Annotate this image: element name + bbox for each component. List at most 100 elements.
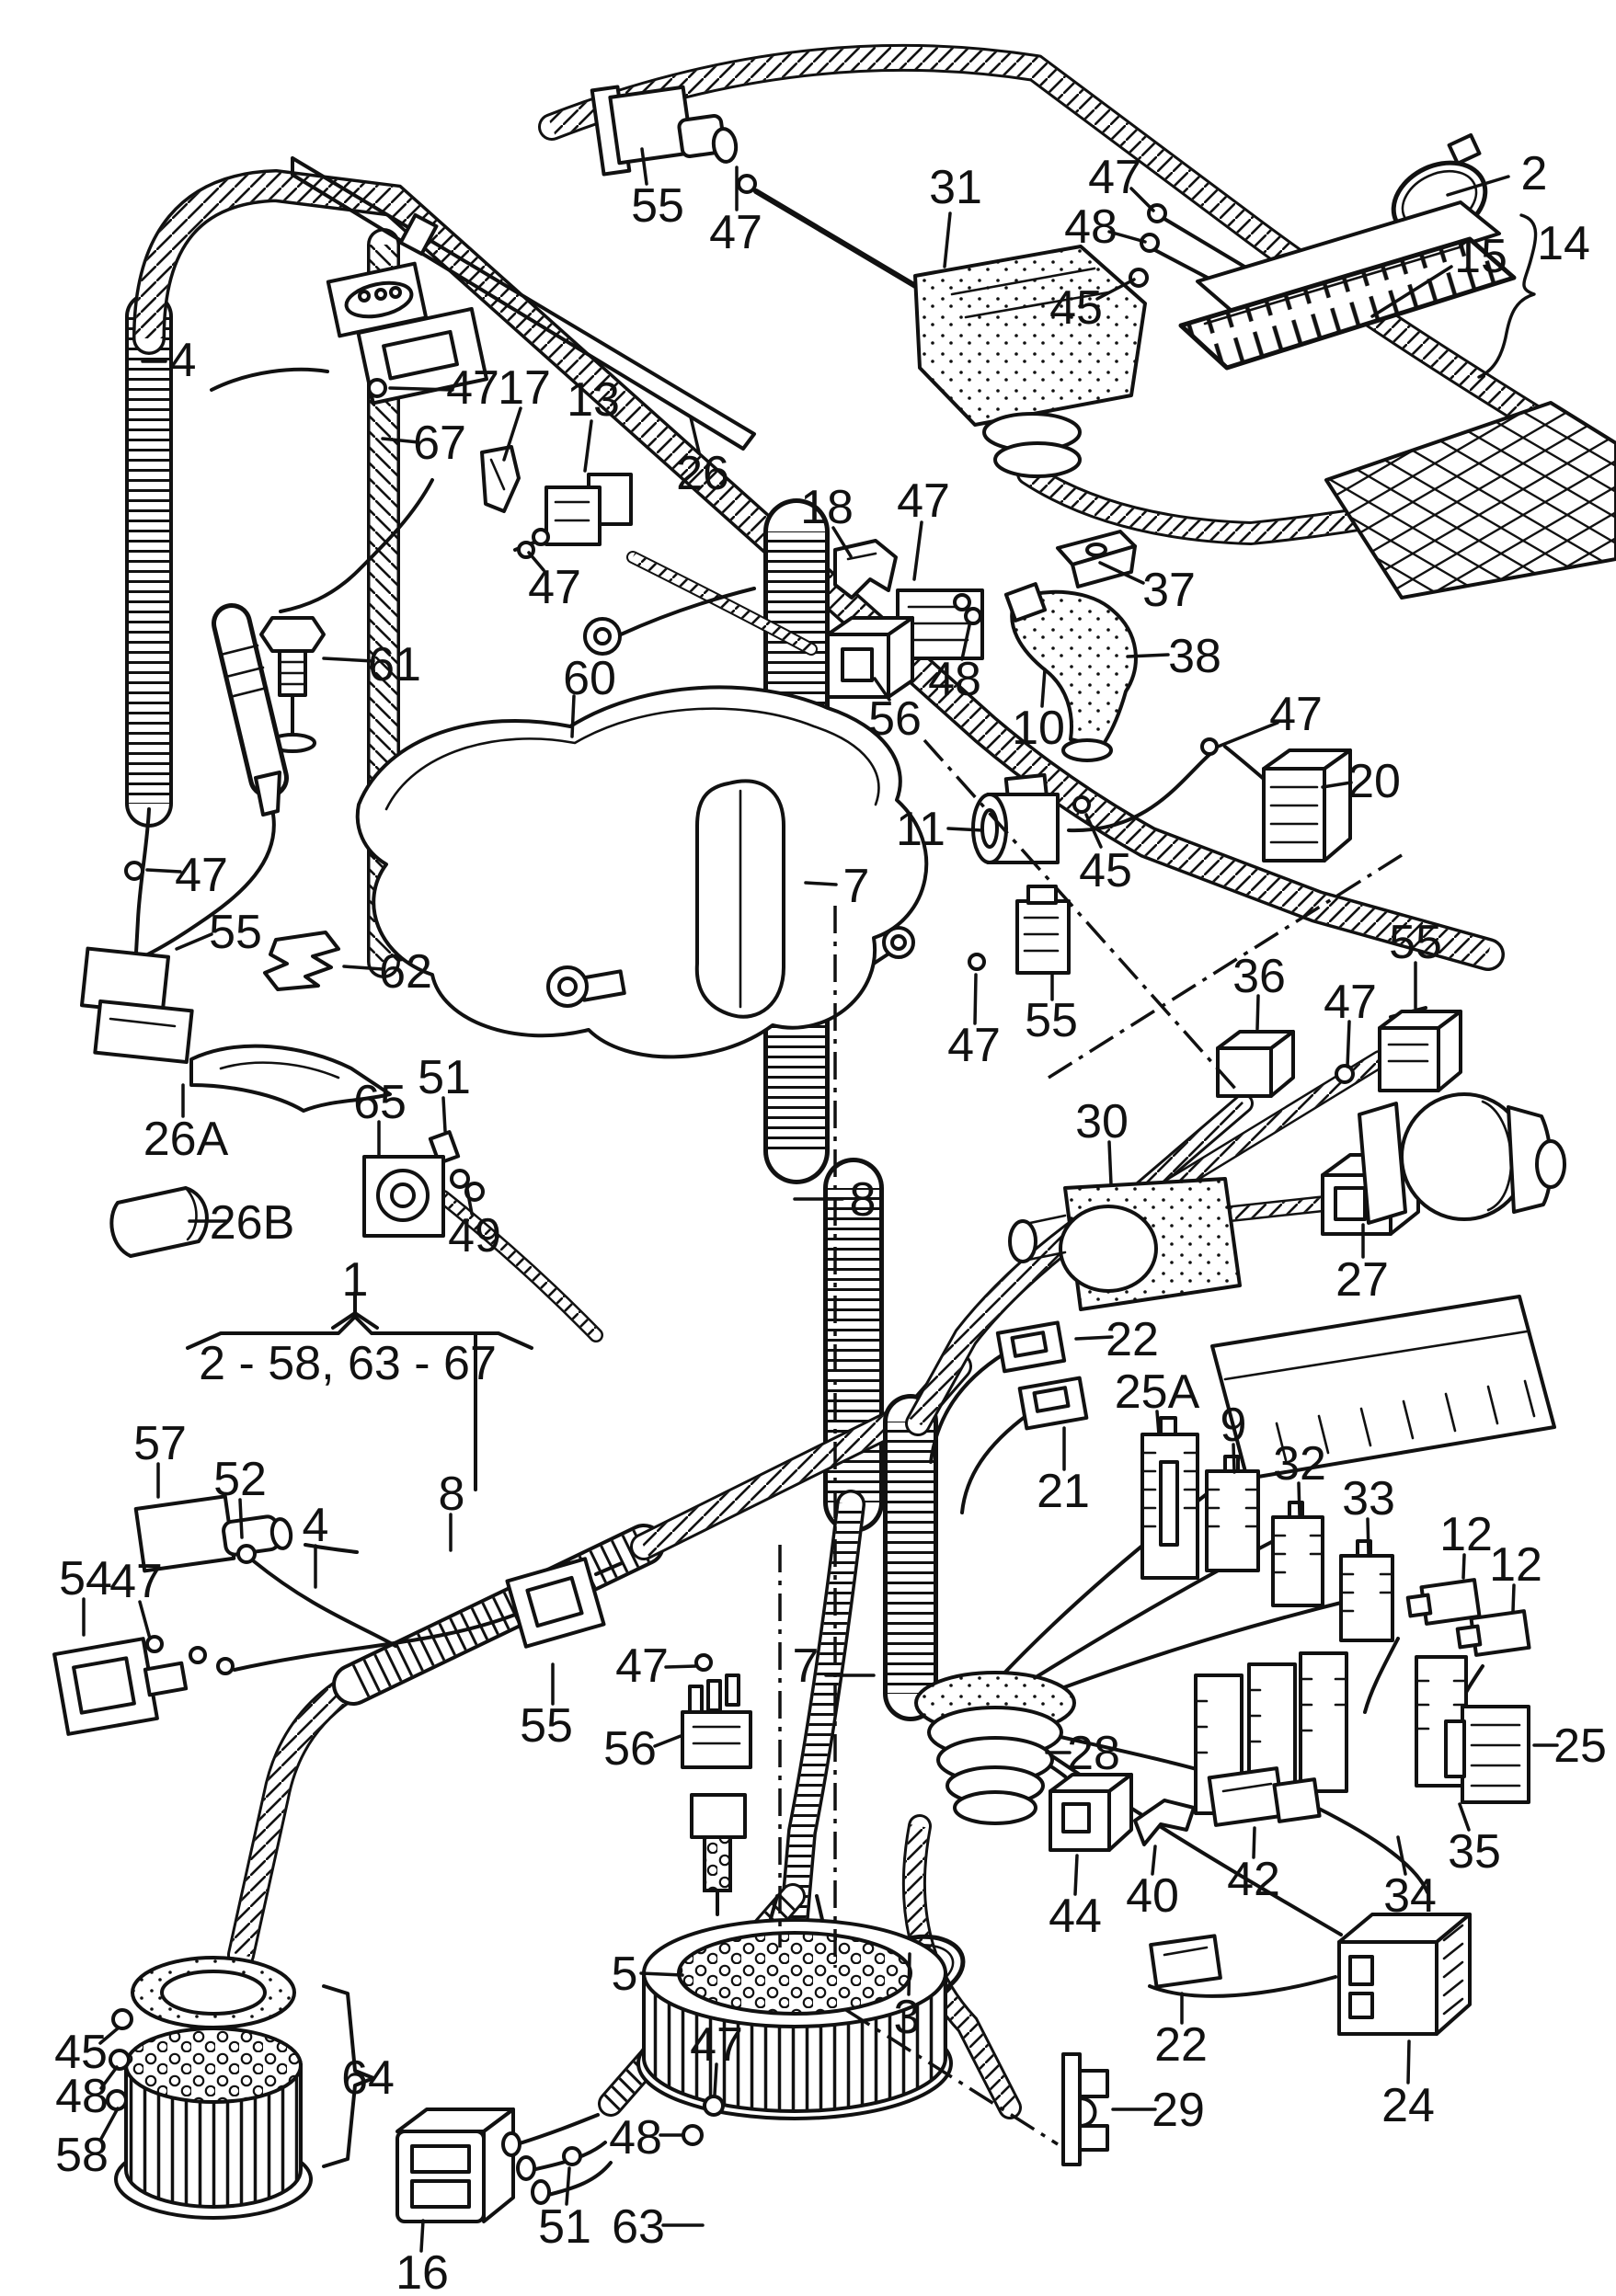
part-connector-55-left	[80, 946, 194, 1065]
callout-label-4: 4	[170, 334, 197, 387]
callout-leader-47	[1216, 721, 1279, 748]
callout-label-47: 47	[1088, 151, 1141, 204]
callout-leader-47	[1346, 1020, 1351, 1068]
part-relay-carrier	[1210, 1295, 1556, 1480]
callout-leader-7	[804, 881, 838, 886]
callout-label-56: 56	[868, 692, 922, 746]
callout-label-54: 54	[59, 1552, 112, 1605]
part-connector-56-lower	[681, 1673, 752, 1769]
part-fuse-strip-15	[1178, 200, 1517, 371]
wires	[134, 188, 1484, 2198]
callout-label-29: 29	[1152, 2084, 1205, 2137]
callout-label-14: 14	[1537, 217, 1590, 270]
part-ring-terminal	[546, 965, 626, 1008]
part-rail-26	[291, 156, 756, 451]
callout-label-47: 47	[690, 2018, 743, 2072]
part-clip-22	[995, 1320, 1067, 1374]
callout-label-45: 45	[1049, 281, 1103, 335]
callout-leader-24	[1406, 2039, 1411, 2085]
callout-label-9: 9	[1221, 1399, 1247, 1452]
callout-label-1: 1	[342, 1253, 369, 1307]
callout-label-45: 45	[1079, 844, 1132, 897]
part-connector-36	[1216, 1030, 1295, 1098]
part-grommet-28	[914, 1671, 1076, 1825]
callout-label-60: 60	[563, 652, 616, 705]
callout-leader-47	[527, 551, 545, 572]
part-sensor-38	[1003, 582, 1138, 762]
group-bracket-1	[186, 1291, 533, 1491]
part-clip-21	[1017, 1376, 1089, 1431]
callout-label-8: 8	[439, 1468, 465, 1521]
callout-leader-31	[943, 211, 952, 268]
part-relay-24	[1337, 1913, 1472, 2036]
callout-leader-47	[1129, 187, 1155, 212]
part-plug-12a	[1405, 1578, 1482, 1626]
callout-label-44: 44	[1049, 1890, 1102, 1943]
callout-label-2: 2	[1521, 147, 1548, 200]
callout-label-62: 62	[379, 945, 432, 999]
part-connector-55-right	[1378, 1006, 1462, 1092]
callout-label-30: 30	[1075, 1095, 1129, 1148]
callout-label-20: 20	[1347, 755, 1401, 808]
callout-leader-25A	[1155, 1410, 1161, 1436]
part-bolt-61	[259, 616, 326, 753]
callout-leader-13	[583, 419, 593, 473]
callout-leader-55	[175, 932, 213, 951]
part-hub-30	[1008, 1177, 1242, 1311]
part-clip-40	[1133, 1799, 1196, 1846]
callout-label-51: 51	[418, 1051, 471, 1104]
callout-leader-48	[960, 623, 971, 661]
callout-label-26B: 26B	[210, 1196, 295, 1250]
callout-leader-2	[1446, 175, 1510, 197]
callout-leader-18	[831, 526, 853, 558]
callout-label-49: 49	[448, 1209, 501, 1262]
callout-label-25: 25	[1553, 1719, 1607, 1773]
callout-leader-5	[639, 1971, 684, 1977]
callout-leader-17	[502, 406, 522, 462]
callout-label-33: 33	[1342, 1472, 1395, 1525]
part-blower-63	[636, 1918, 953, 2120]
callout-leader-58	[99, 2107, 120, 2141]
part-connector-20	[1262, 748, 1352, 862]
callout-leader-47	[713, 2062, 718, 2096]
callout-label-16: 16	[395, 2246, 449, 2296]
part-ring-terminal-2	[882, 926, 915, 959]
callout-leader-30	[1107, 1140, 1113, 1186]
callout-label-22: 22	[1154, 2018, 1208, 2072]
part-connector-16	[395, 2108, 551, 2223]
callout-leader-47	[912, 520, 923, 581]
callout-label-57: 57	[133, 1417, 187, 1470]
part-fuse-grid-tray	[1324, 401, 1616, 600]
callout-leader-11	[946, 827, 984, 832]
callout-label-22: 22	[1106, 1313, 1159, 1366]
callout-label-47: 47	[528, 561, 581, 614]
callout-label-3: 3	[894, 1991, 921, 2044]
callout-label-64: 64	[341, 2051, 395, 2105]
callout-leader-47	[664, 1664, 697, 1669]
callout-label-36: 36	[1232, 950, 1286, 1003]
callout-leader-42	[1252, 1826, 1256, 1859]
callout-label-47: 47	[709, 206, 762, 259]
callout-leader-62	[342, 965, 384, 971]
callout-leader-22	[1074, 1335, 1114, 1341]
callout-label-10: 10	[1012, 702, 1065, 755]
callout-leader-56	[873, 677, 891, 702]
terminal-bullets	[106, 174, 1355, 2166]
callout-label-25A: 25A	[1115, 1365, 1200, 1419]
callout-label-48: 48	[55, 2070, 109, 2123]
callout-leader-61	[322, 657, 375, 663]
callout-leader-45	[1095, 278, 1136, 301]
callout-label-7: 7	[843, 860, 870, 913]
part-bracket-37	[1056, 530, 1137, 588]
callout-label-63: 63	[612, 2200, 665, 2254]
part-ring-terminal-3	[583, 617, 622, 656]
part-bracket-29	[1061, 2052, 1109, 2166]
callout-leader-33	[1366, 1517, 1370, 1556]
part-connector-55-lower	[505, 1557, 624, 1649]
part-clip-18	[833, 539, 898, 600]
callout-leader-44	[1073, 1854, 1079, 1896]
callout-label-47: 47	[1269, 688, 1323, 741]
callout-label-12: 12	[1439, 1508, 1493, 1561]
callout-leader-34	[1396, 1835, 1407, 1876]
components	[52, 85, 1616, 2223]
